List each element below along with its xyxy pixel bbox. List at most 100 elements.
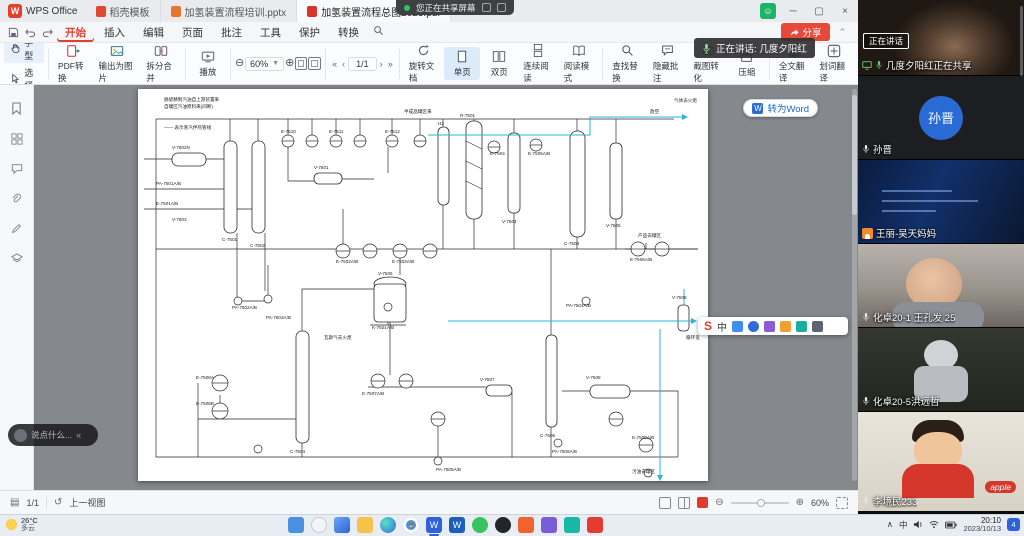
ribbon-collapse-icon[interactable]: ⌃ [832, 27, 852, 38]
menu-insert[interactable]: 插入 [96, 23, 133, 42]
single-page-button[interactable]: 单页 [444, 47, 480, 80]
word-translate-button[interactable]: 划词翻译 [814, 42, 854, 85]
statusbar-zoom-value[interactable]: 60% [811, 498, 829, 508]
read-mode-button[interactable]: 阅读模式 [559, 42, 599, 85]
zoom-slider-knob[interactable] [757, 499, 765, 507]
menu-edit[interactable]: 编辑 [135, 23, 172, 42]
ime-check-icon[interactable] [732, 321, 743, 332]
taskbar-meeting-icon[interactable] [587, 517, 603, 533]
layers-icon[interactable] [9, 251, 24, 266]
view-double-icon[interactable] [678, 497, 690, 509]
fit-width-icon[interactable] [308, 57, 321, 70]
menu-tools[interactable]: 工具 [252, 23, 289, 42]
minimize-button[interactable]: ─ [780, 0, 806, 22]
fullscreen-icon[interactable] [836, 497, 848, 509]
pdf-page[interactable]: 脱硫精制汽油自上游装置来自罐区汽油原料来(间断)—— 表示蒸汽伴热管线半成品罐区… [138, 89, 708, 481]
split-merge-button[interactable]: 拆分合并 [141, 42, 181, 85]
chat-collapse-icon[interactable]: « [76, 430, 81, 440]
comment-panel-icon[interactable] [9, 161, 24, 176]
participant-tile[interactable]: 化卓20-5洪远哲 [858, 328, 1024, 412]
ime-skin-icon[interactable] [796, 321, 807, 332]
participant-tile[interactable]: 孙晋 孙晋 [858, 76, 1024, 160]
menu-convert[interactable]: 转换 [330, 23, 367, 42]
find-replace-button[interactable]: 查找替换 [607, 42, 647, 85]
weather-widget[interactable]: 26°C 多云 [6, 517, 38, 533]
thumbnail-panel-icon[interactable] [9, 131, 24, 146]
ime-mic-icon[interactable] [748, 321, 759, 332]
participant-tile[interactable]: 王丽-吴天妈妈 [858, 160, 1024, 244]
prev-page-icon[interactable]: ‹ [340, 59, 347, 69]
zoom-slider[interactable] [731, 502, 789, 504]
attachment-icon[interactable] [9, 191, 24, 206]
fit-page-icon[interactable] [295, 57, 307, 70]
taskbar-explorer-icon[interactable] [357, 517, 373, 533]
menu-page[interactable]: 页面 [174, 23, 211, 42]
tray-ime-indicator[interactable]: 中 [899, 519, 908, 531]
taskbar-word-icon[interactable]: W [449, 517, 465, 533]
chat-overlay[interactable]: 说点什么... « [8, 424, 98, 446]
participant-tile[interactable]: 化卓20-1 王孔发 25 [858, 244, 1024, 328]
rotate-doc-button[interactable]: 旋转文档 [404, 42, 444, 85]
redo-icon[interactable] [40, 25, 55, 40]
tray-network-icon[interactable] [929, 520, 939, 529]
export-image-button[interactable]: 输出为图片 [93, 42, 140, 85]
ime-emoji-icon[interactable] [780, 321, 791, 332]
undo-icon[interactable] [23, 25, 38, 40]
tab-pptx-document[interactable]: 加氢装置流程培训.pptx [161, 0, 298, 22]
participant-tile[interactable]: apple 李境民233 [858, 412, 1024, 511]
taskbar-taskview-icon[interactable] [334, 517, 350, 533]
participant-tile-sharer[interactable]: 正在讲话 几度夕阳红正在共享 [858, 0, 1024, 76]
ime-mode-chinese[interactable]: 中 [717, 319, 727, 334]
convert-to-word-button[interactable]: W 转为Word [743, 99, 818, 117]
prev-view-label[interactable]: 上一视图 [69, 496, 105, 509]
ime-toolbar[interactable]: S 中 [698, 317, 848, 335]
statusbar-zoom-in-icon[interactable]: ⊕ [796, 497, 804, 508]
ime-logo[interactable]: S [704, 319, 712, 333]
hand-tool-button[interactable]: 手型 [4, 42, 44, 63]
taskbar-wps-icon[interactable]: W [426, 517, 442, 533]
maximize-button[interactable]: ▢ [806, 0, 832, 22]
last-page-icon[interactable]: » [386, 59, 395, 69]
record-indicator-icon[interactable] [697, 497, 708, 508]
double-page-button[interactable]: 双页 [481, 47, 517, 80]
pen-icon[interactable] [9, 221, 24, 236]
pdf-convert-button[interactable]: PDF转换 [53, 42, 93, 85]
login-avatar[interactable]: ☺ [760, 3, 776, 19]
share-stop-icon[interactable] [497, 3, 506, 12]
taskbar-music-icon[interactable] [518, 517, 534, 533]
save-icon[interactable] [6, 25, 21, 40]
view-single-icon[interactable] [659, 497, 671, 509]
taskbar-widgets-icon[interactable] [288, 517, 304, 533]
ime-keyboard-icon[interactable] [764, 321, 775, 332]
menu-home[interactable]: 开始 [57, 23, 94, 42]
taskbar-app-icon[interactable] [564, 517, 580, 533]
taskbar-wechat-icon[interactable] [472, 517, 488, 533]
zoom-dropdown[interactable]: 60% ▼ [245, 57, 284, 71]
hide-annotation-button[interactable]: 隐藏批注 [648, 42, 688, 85]
first-page-icon[interactable]: « [330, 59, 339, 69]
document-canvas[interactable]: 脱硫精制汽油自上游装置来自罐区汽油原料来(间断)—— 表示蒸汽伴热管线半成品罐区… [34, 85, 858, 490]
tray-battery-icon[interactable] [945, 521, 957, 529]
select-tool-button[interactable]: 选择 [4, 65, 44, 86]
chat-input-placeholder[interactable]: 说点什么... [31, 429, 72, 441]
ribbon-search-icon[interactable] [373, 23, 384, 41]
next-page-icon[interactable]: › [378, 59, 385, 69]
notification-badge[interactable]: 4 [1007, 518, 1020, 531]
continuous-button[interactable]: 连续阅读 [518, 42, 558, 85]
close-button[interactable]: × [832, 0, 858, 22]
tray-volume-icon[interactable] [913, 520, 923, 529]
meeting-scrollbar[interactable] [1020, 6, 1023, 76]
canvas-scrollbar-thumb[interactable] [852, 95, 857, 215]
taskbar-search-icon[interactable] [311, 517, 327, 533]
taskbar-app-icon[interactable] [541, 517, 557, 533]
tab-docer-template[interactable]: 稻壳模板 [86, 0, 161, 22]
bookmark-icon[interactable] [9, 101, 24, 116]
taskbar-edge-icon[interactable] [380, 517, 396, 533]
ime-tools-icon[interactable] [812, 321, 823, 332]
zoom-in-icon[interactable]: ⊕ [285, 58, 294, 69]
taskbar-chrome-icon[interactable] [403, 517, 419, 533]
wps-logo[interactable]: W WPS Office [0, 0, 86, 22]
statusbar-zoom-out-icon[interactable]: ⊖ [715, 497, 723, 508]
prev-view-icon[interactable]: ↺ [54, 497, 62, 508]
menu-annotate[interactable]: 批注 [213, 23, 250, 42]
